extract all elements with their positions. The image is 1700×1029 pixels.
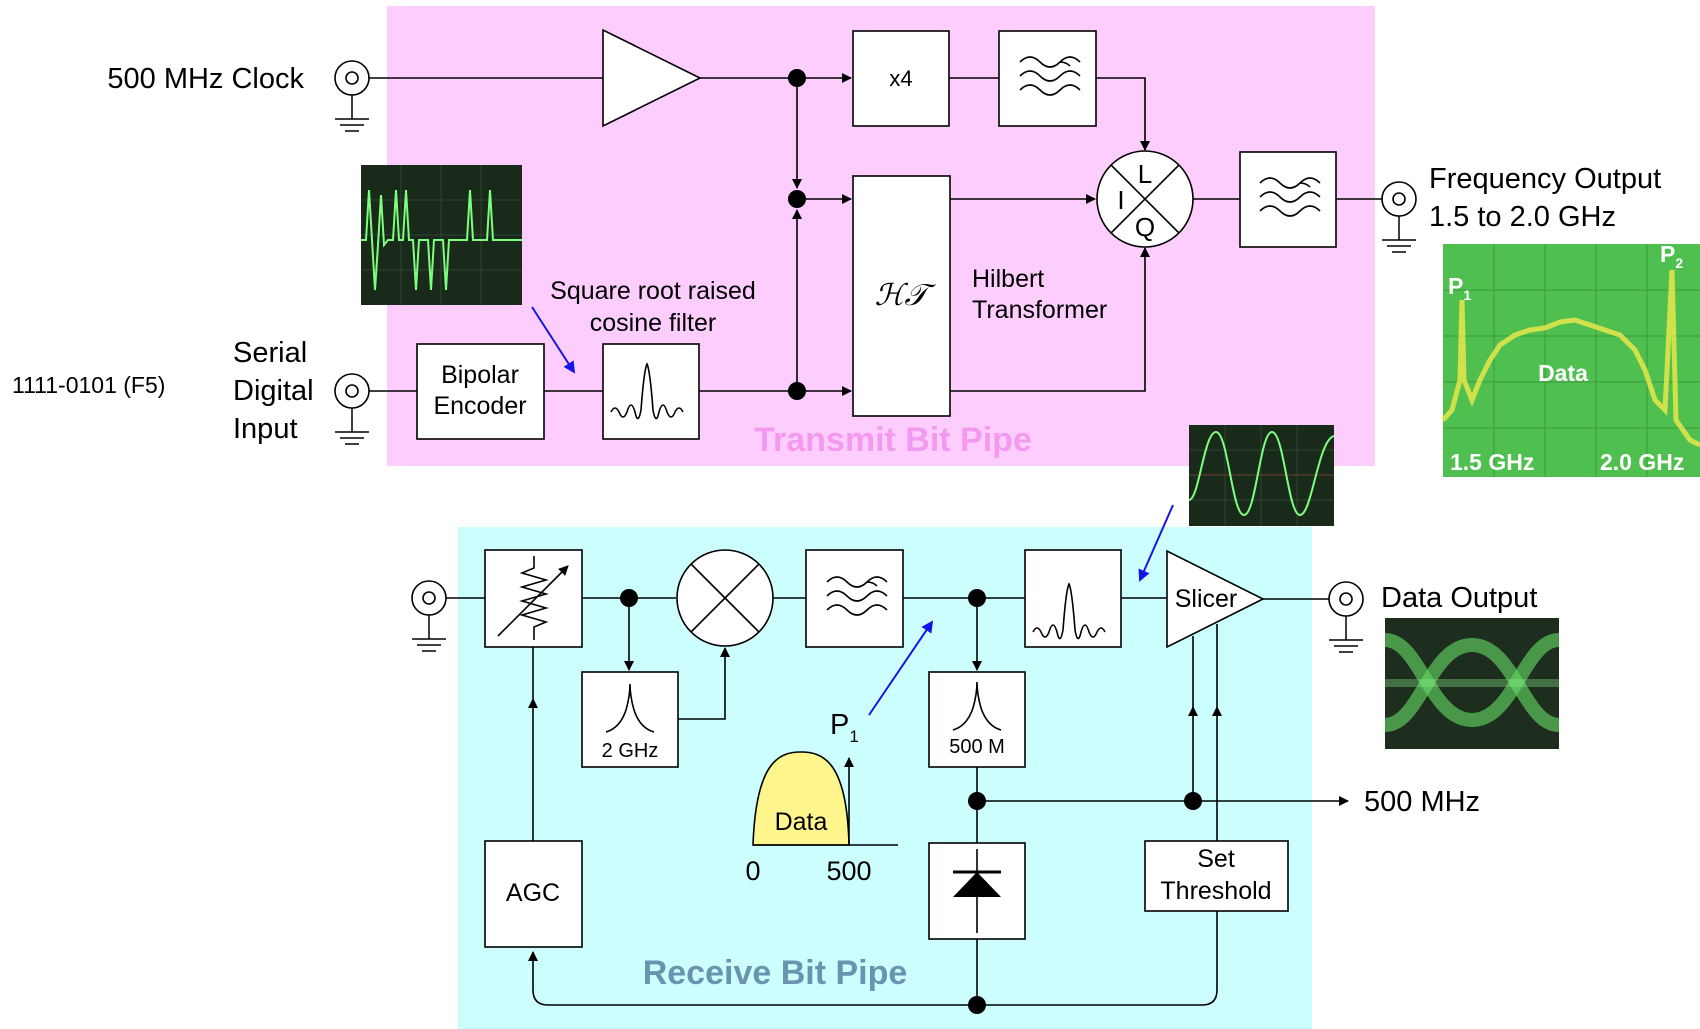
filter-label-line1: Square root raised [550,277,756,305]
eye-diagram-scope [1383,618,1561,749]
serial-input-label-line1: Serial [233,337,307,369]
slicer-comparator [1166,549,1265,649]
slicer-label: Slicer [1175,585,1238,613]
mixer-Q-label: Q [1135,212,1155,242]
spectrum-p2-label: P2 [1660,241,1683,271]
data-spectrum-sketch [752,751,898,846]
clock-input-connector [334,60,370,132]
frequency-output-label-line2: 1.5 to 2.0 GHz [1429,201,1616,233]
bipolar-waveform-scope [361,165,522,305]
receive-mixer [676,549,774,647]
sine-wave-scope [1188,425,1335,526]
hilbert-symbol: ℋ𝒯 [875,279,937,312]
bipolar-encoder-label-line2: Encoder [433,392,526,420]
set-threshold-label-line2: Threshold [1160,877,1271,905]
hilbert-transformer-block [852,175,951,417]
diode-icon [953,849,1001,933]
bipolar-encoder-label-line1: Bipolar [441,361,519,389]
data-output-label: Data Output [1381,582,1537,614]
lowpass-filter-block-3 [805,549,904,648]
pointer-arrow [868,620,934,716]
lowpass-filter-block-2 [1239,151,1337,248]
axis-zero-label: 0 [745,856,760,886]
spectrum-left-freq: 1.5 GHz [1450,449,1534,475]
spectrum-right-freq: 2.0 GHz [1600,449,1684,475]
bipolar-encoder-block [416,343,545,440]
mixer-I-label: I [1117,185,1124,215]
filter-label-line2: cosine filter [590,309,716,337]
serial-input-label-line2: Digital [233,375,314,407]
hilbert-label-line1: Hilbert [972,265,1044,293]
bandpass-500m-label: 500 M [949,736,1005,758]
transmit-bit-pipe-title: Transmit Bit Pipe [754,421,1032,459]
serial-input-label-line3: Input [233,413,298,445]
agc-block [484,840,583,948]
spectrum-p1-label: P1 [1448,273,1471,303]
mixer-L-label: L [1138,159,1152,189]
receive-input-connector [411,580,447,652]
x4-multiplier-label: x4 [889,66,912,91]
amplifier-triangle [602,28,702,128]
bandpass-2ghz-label: 2 GHz [602,740,659,762]
pattern-label: 1111-0101 (F5) [12,372,165,398]
receive-p1-label: P1 [830,709,859,746]
data-output-connector [1328,581,1364,653]
set-threshold-block [1144,840,1289,912]
clock-input-label: 500 MHz Clock [107,63,304,95]
receive-rrc-filter-block [1024,549,1122,648]
set-threshold-label-line1: Set [1197,845,1235,873]
pointer-arrow [531,306,576,374]
axis-500-label: 500 [826,856,871,886]
data-lobe-label: Data [775,808,828,836]
clock-output-label: 500 MHz [1364,786,1480,818]
agc-label: AGC [506,879,560,907]
spectrum-inset [1441,244,1700,477]
receive-bit-pipe-title: Receive Bit Pipe [643,954,908,992]
junction-dot [968,996,986,1014]
hilbert-label-line2: Transformer [972,296,1107,324]
serial-input-connector [334,373,370,445]
frequency-output-connector [1381,181,1417,253]
spectrum-data-label: Data [1538,360,1588,386]
lowpass-filter-block-1 [998,30,1097,127]
frequency-output-label-line1: Frequency Output [1429,163,1661,195]
pointer-arrow [1138,504,1174,582]
variable-resistor-icon [497,556,569,640]
